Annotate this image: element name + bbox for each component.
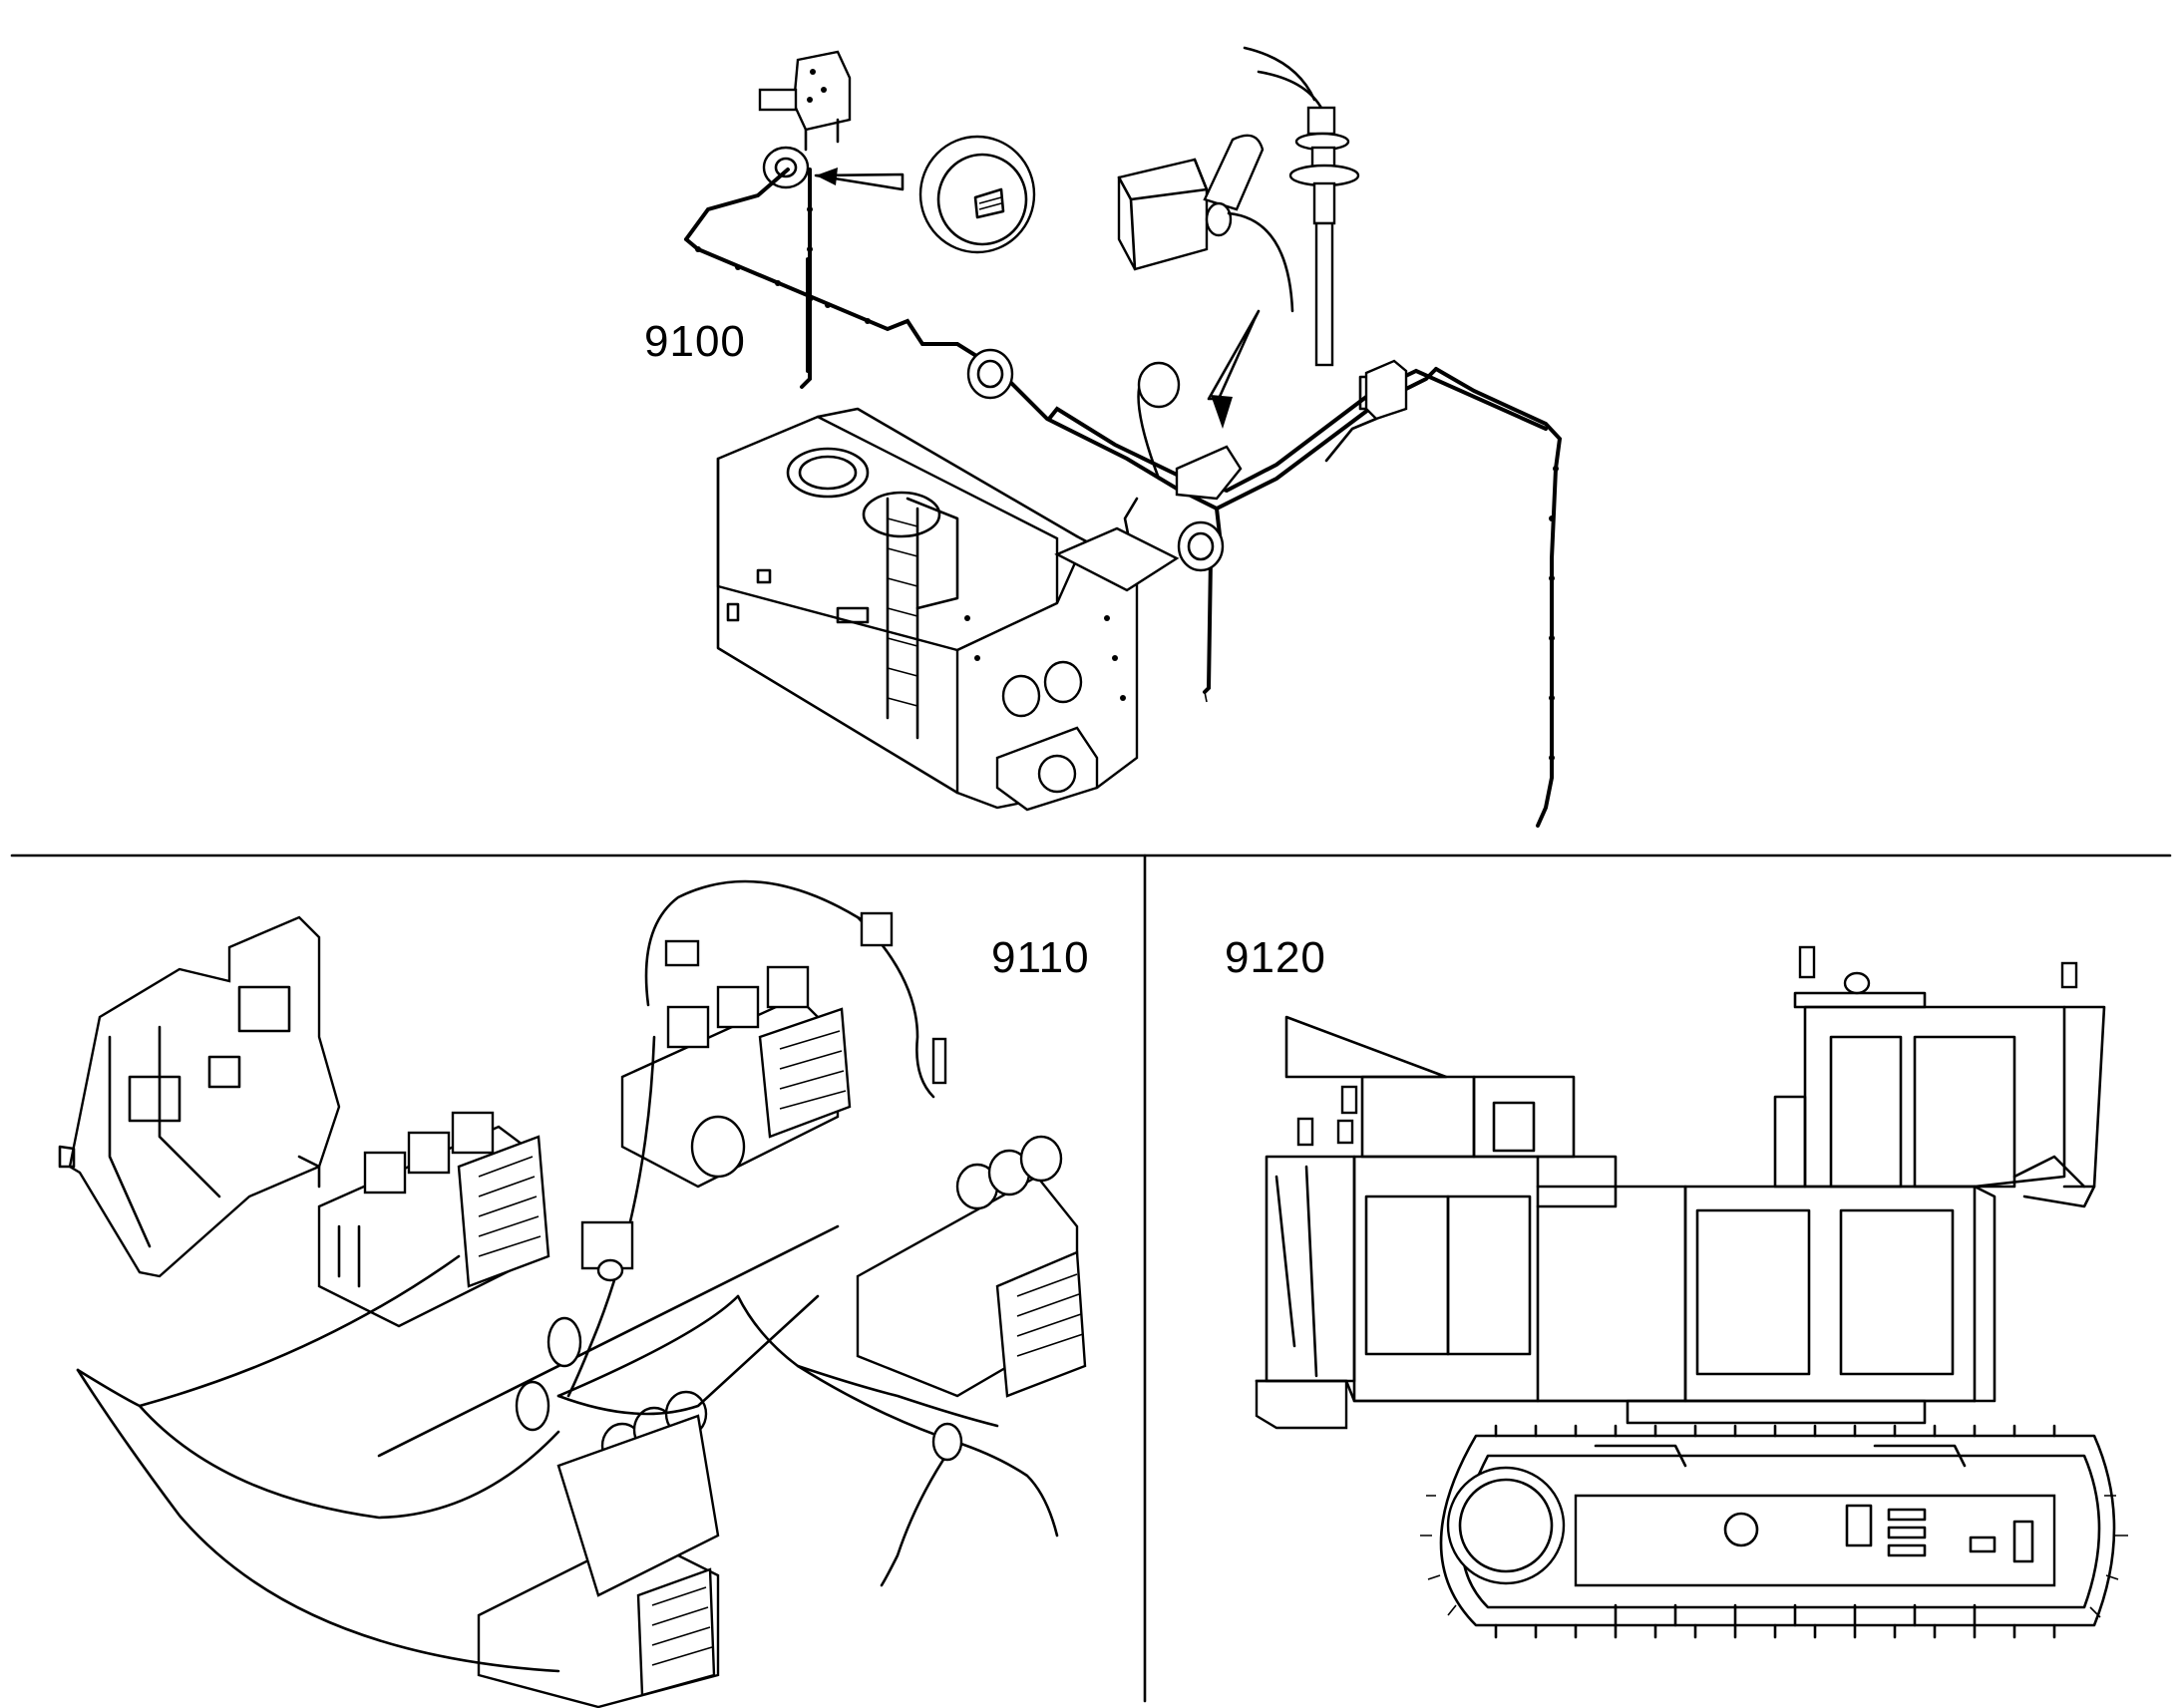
- engine-frame: [716, 407, 1180, 812]
- valve-wire-harness: [76, 879, 1059, 1673]
- roof-units: [1284, 1015, 1576, 1159]
- sensor-probe: [1243, 46, 1360, 367]
- label-9100: 9100: [644, 317, 746, 366]
- horn-right: [1177, 520, 1225, 572]
- horn-mid: [1137, 361, 1181, 409]
- label-9110: 9110: [991, 933, 1090, 982]
- engine-harness-drawing: [684, 46, 1563, 828]
- hydraulic-valve-drawing: [58, 879, 1087, 1708]
- operator-cab: [1773, 945, 2106, 1208]
- horn-left: [966, 348, 1014, 400]
- upper-structure: [1255, 1155, 1997, 1430]
- valve-block-3: [856, 1135, 1087, 1398]
- horn-assembly: [758, 50, 852, 189]
- machine-overview-drawing: [1255, 945, 2128, 1639]
- valve-block-1: [317, 1111, 550, 1328]
- valve-block-2: [620, 965, 852, 1189]
- label-9120: 9120: [1225, 933, 1326, 982]
- valve-block-4: [477, 1390, 720, 1708]
- crawler-track: [1439, 1399, 2116, 1627]
- valve-mount-frame: [58, 915, 341, 1278]
- track-shoes: [1420, 1424, 2128, 1639]
- horn-detail: [918, 135, 1036, 254]
- control-box: [1117, 134, 1294, 313]
- panel-dividers: [10, 854, 2172, 1703]
